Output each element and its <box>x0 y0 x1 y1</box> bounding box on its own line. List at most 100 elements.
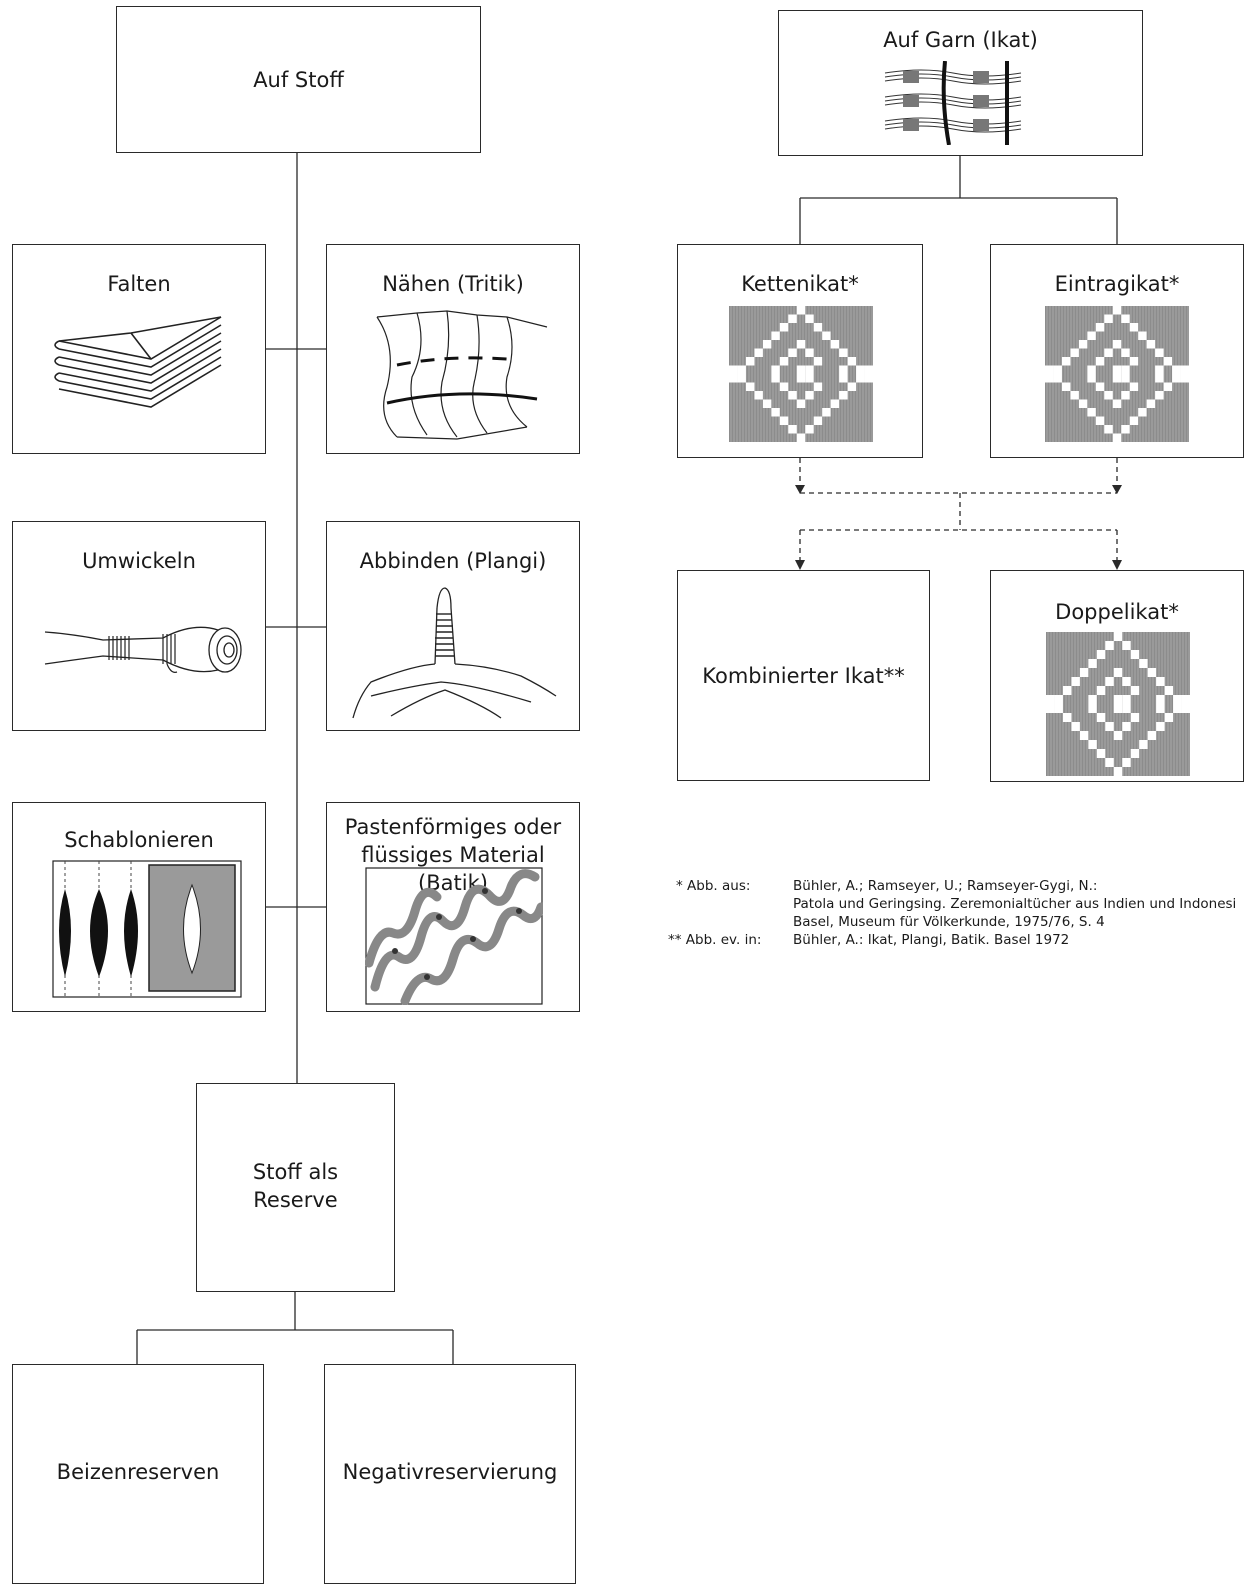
type-box-kettenikat: Kettenikat* <box>677 244 923 458</box>
stencil-icon <box>52 860 242 998</box>
ikat-cell <box>1163 357 1173 366</box>
ikat-cell <box>1130 713 1140 722</box>
ikat-cell <box>822 408 831 417</box>
ikat-cell <box>737 374 746 383</box>
ikat-cell <box>788 348 797 357</box>
method-label: Schablonieren <box>64 828 214 852</box>
ikat-cell <box>1104 314 1113 323</box>
ikat-cell <box>839 391 848 400</box>
ikat-cell <box>788 314 797 323</box>
ikat-cell <box>754 348 763 357</box>
ikat-cell <box>762 340 772 349</box>
footnote-1-line3: Basel, Museum für Völkerkunde, 1975/76, … <box>793 914 1105 930</box>
ikat-cell <box>1096 749 1106 758</box>
ikat-cell <box>762 399 772 408</box>
ikat-cell <box>1112 340 1122 349</box>
ikat-cell <box>1122 758 1131 767</box>
ikat-cell <box>813 357 823 366</box>
ikat-cell <box>805 365 814 374</box>
ikat-cell <box>796 306 806 315</box>
ikat-cell <box>1173 704 1182 713</box>
ikat-cell <box>1121 391 1130 400</box>
footnote-2-line1: Bühler, A.: Ikat, Plangi, Batik. Basel 1… <box>793 932 1070 948</box>
ikat-cell <box>771 365 780 374</box>
ikat-cell <box>1095 323 1105 332</box>
ikat-cell <box>1053 365 1062 374</box>
ikat-cell <box>1061 357 1071 366</box>
method-box-falten: Falten <box>12 244 266 454</box>
ikat-cell <box>1121 425 1130 434</box>
footnote-1-line2: Patola und Geringsing. Zeremonialtücher … <box>793 896 1237 912</box>
ikat-cell <box>1095 416 1105 425</box>
ikat-cell <box>1156 704 1165 713</box>
combined-box-doppelikat: Doppelikat* <box>990 570 1244 782</box>
ikat-cell <box>1096 713 1106 722</box>
ikat-cell <box>1078 340 1088 349</box>
ikat-cell <box>779 323 789 332</box>
child-box-beizenreserven: Beizenreserven <box>12 1364 264 1584</box>
ikat-cell <box>1070 391 1079 400</box>
ikat-cell <box>1087 374 1096 383</box>
ikat-cell <box>1113 767 1123 776</box>
footnote-1-marker: * Abb. aus: <box>676 878 751 894</box>
root-label: Auf Garn (Ikat) <box>883 28 1038 52</box>
ikat-cell <box>1113 704 1123 713</box>
ikat-cell <box>1062 686 1072 695</box>
ikat-cell <box>796 365 806 374</box>
batik-pattern-icon <box>365 867 543 1005</box>
ikat-cell <box>1172 365 1181 374</box>
ikat-cell <box>1079 668 1089 677</box>
wrapped-cloth-icon <box>44 626 242 673</box>
ikat-cell <box>1045 374 1054 383</box>
ikat-cell <box>1088 704 1097 713</box>
ikat-cell <box>1155 365 1164 374</box>
type-label: Eintragikat* <box>1054 272 1180 296</box>
ikat-cell <box>1164 686 1174 695</box>
ikat-cell <box>771 331 780 340</box>
ikat-cell <box>1130 650 1140 659</box>
ikat-cell <box>864 374 873 383</box>
tied-yarn-icon <box>884 61 1022 145</box>
ikat-cell <box>1129 382 1139 391</box>
ikat-cell <box>856 365 865 374</box>
ikat-cell <box>1062 713 1072 722</box>
ikat-cell <box>847 382 857 391</box>
method-label-line1: Pastenförmiges oder <box>344 815 562 839</box>
ikat-cell <box>1129 416 1139 425</box>
ikat-cell <box>1071 722 1080 731</box>
ikat-cell <box>805 425 814 434</box>
method-label: Falten <box>107 272 171 296</box>
ikat-cell <box>1071 677 1080 686</box>
ikat-cell <box>1155 374 1164 383</box>
ikat-cell <box>1130 686 1140 695</box>
ikat-cell <box>779 382 789 391</box>
ikat-cell <box>1121 365 1130 374</box>
ikat-cell <box>1087 365 1096 374</box>
ikat-cell <box>754 391 763 400</box>
footnote-2-marker: ** Abb. ev. in: <box>668 932 762 948</box>
ikat-cell <box>788 391 797 400</box>
double-ikat-pattern-icon <box>1046 632 1190 776</box>
ikat-cell <box>822 331 831 340</box>
ikat-cell <box>1122 722 1131 731</box>
ikat-cell <box>813 323 823 332</box>
ikat-cell <box>1122 677 1131 686</box>
ikat-cell <box>1112 399 1122 408</box>
ikat-cell <box>1045 365 1054 374</box>
method-box-abbinden: Abbinden (Plangi) <box>326 521 580 731</box>
ikat-cell <box>1180 374 1189 383</box>
ikat-cell <box>796 340 806 349</box>
ikat-cell <box>1155 348 1164 357</box>
ikat-cell <box>805 374 814 383</box>
ikat-cell <box>1105 722 1114 731</box>
ikat-cell <box>1130 749 1140 758</box>
footnote-1-line1: Bühler, A.; Ramseyer, U.; Ramseyer-Gygi,… <box>793 878 1098 894</box>
ikat-cell <box>1129 323 1139 332</box>
ikat-cell <box>796 433 806 442</box>
ikat-cell <box>1146 399 1156 408</box>
child-box-negativreservierung: Negativreservierung <box>324 1364 576 1584</box>
ikat-cell <box>1105 641 1114 650</box>
ikat-cell <box>1173 695 1182 704</box>
method-label: Abbinden (Plangi) <box>359 549 547 573</box>
